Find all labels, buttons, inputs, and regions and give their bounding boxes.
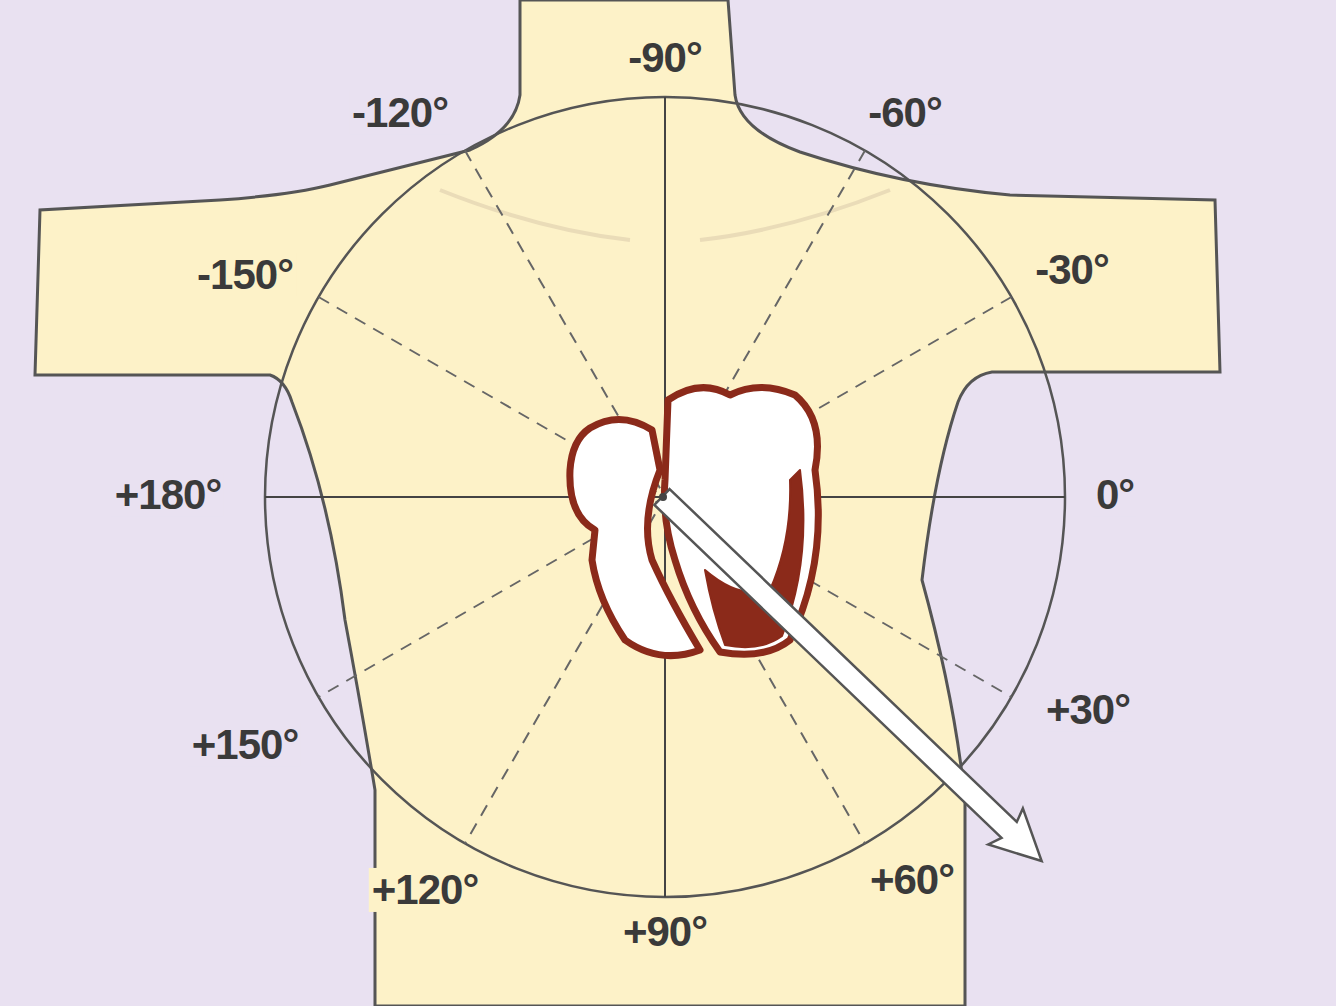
angle-label: +30° — [1043, 688, 1133, 732]
dashed-line — [319, 297, 1012, 697]
angle-label: -30° — [1032, 248, 1112, 292]
angle-label: -150° — [194, 253, 296, 297]
angle-label: 0° — [1093, 473, 1137, 517]
angle-label: -120° — [349, 91, 451, 135]
angle-label: +60° — [867, 858, 957, 902]
angle-label: +120° — [369, 868, 481, 912]
angle-label: +180° — [112, 473, 224, 517]
dashed-line — [465, 151, 865, 844]
center-dot — [659, 493, 667, 501]
angle-label: -60° — [865, 91, 945, 135]
axis-lines — [265, 97, 1065, 897]
angle-label: +150° — [189, 723, 301, 767]
mean-axis-arrow — [645, 479, 1059, 879]
torso-outline — [35, 0, 1220, 1006]
angle-label: -90° — [625, 36, 705, 80]
angle-label: +90° — [620, 910, 710, 954]
dashed-line — [319, 297, 1012, 697]
dashed-line — [465, 151, 865, 844]
reference-circle — [265, 97, 1065, 897]
